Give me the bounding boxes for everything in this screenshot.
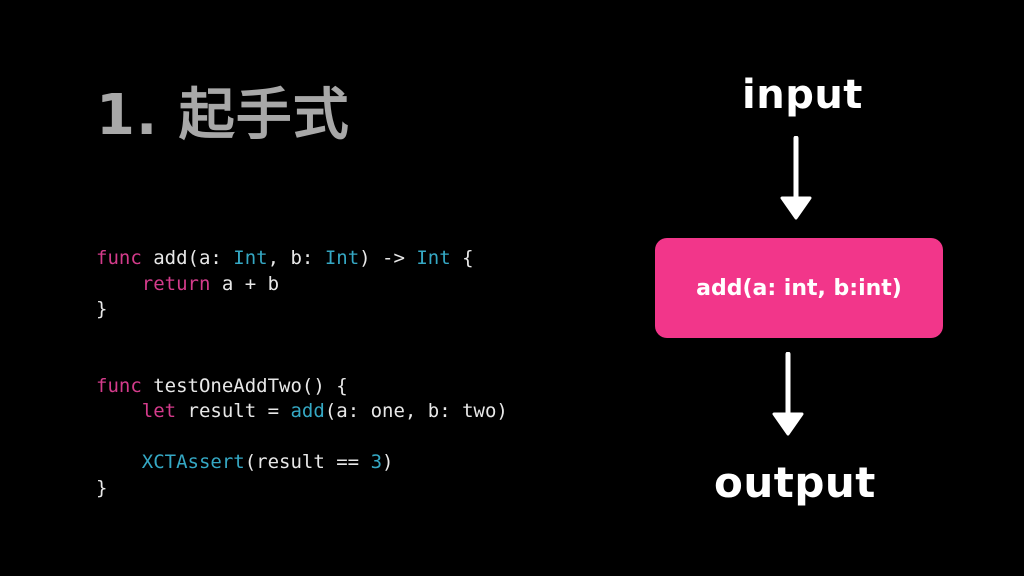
slide-title: 1. 起手式 [96, 83, 350, 148]
code-line: XCTAssert(result == 3) [96, 450, 508, 476]
code-token: , b: [267, 247, 325, 269]
code-token: 3 [370, 451, 383, 473]
code-token: } [96, 476, 108, 499]
code-token: (result == [244, 451, 371, 473]
input-label: input [742, 72, 863, 118]
code-token: Int [324, 247, 360, 269]
down-arrow-icon [772, 352, 804, 436]
function-box: add(a: int, b:int) [655, 238, 943, 338]
code-token [96, 400, 142, 422]
code-line: let result = add(a: one, b: two) [96, 399, 508, 425]
code-token: a + b [210, 272, 280, 295]
code-line: func testOneAddTwo() { [96, 374, 508, 400]
code-token: return [141, 272, 211, 295]
code-line: } [96, 297, 508, 323]
code-line: func add(a: Int, b: Int) -> Int { [96, 246, 508, 272]
code-token: func [96, 247, 142, 269]
code-token [96, 273, 142, 295]
code-token: let [141, 400, 177, 422]
code-line: } [96, 476, 508, 502]
code-line [96, 323, 508, 349]
code-token: add [290, 400, 325, 422]
code-line [96, 425, 508, 451]
code-token: ) -> [359, 247, 417, 269]
code-token: (a: one, b: two) [324, 400, 508, 422]
code-token: { [450, 247, 474, 269]
code-token: ) [382, 451, 394, 473]
code-token [96, 451, 142, 473]
code-token: add(a: [141, 247, 234, 269]
code-token: XCTAssert [141, 451, 245, 473]
function-signature: add(a: int, b:int) [696, 275, 902, 301]
code-token: Int [416, 247, 451, 269]
code-token: result = [176, 400, 291, 422]
code-token: Int [233, 247, 268, 269]
code-token: func [96, 374, 142, 397]
code-token: } [96, 298, 108, 320]
code-block: func add(a: Int, b: Int) -> Int { return… [96, 246, 508, 501]
output-label: output [714, 458, 876, 507]
code-token: testOneAddTwo() { [141, 374, 348, 397]
down-arrow-icon [780, 136, 812, 220]
code-line [96, 348, 508, 374]
code-line: return a + b [96, 272, 508, 298]
